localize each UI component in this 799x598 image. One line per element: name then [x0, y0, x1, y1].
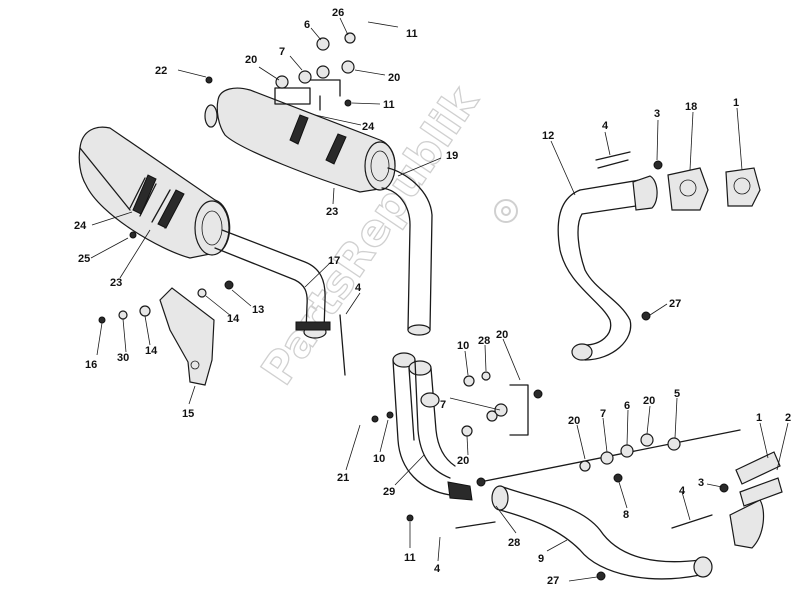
leader-lines	[90, 17, 789, 582]
callout-label: 16	[85, 359, 97, 371]
callout-label: 4	[434, 563, 441, 575]
callout-label: 7	[600, 408, 606, 420]
callout-label: 27	[547, 575, 559, 587]
callout-label: 28	[508, 537, 520, 549]
callout-label: 10	[373, 453, 385, 465]
callout-labels: 26 6 11 7 20 20 22 11 24 19 12 4 3 18 1 …	[74, 7, 791, 587]
callout-label: 1	[733, 97, 739, 109]
callout-label: 18	[685, 101, 697, 113]
callout-label: 14	[227, 313, 240, 325]
callout-label: 7	[279, 46, 285, 58]
spring-4c-icon	[671, 514, 713, 529]
callout-label: 12	[542, 130, 554, 142]
callout-label: 24	[74, 220, 87, 232]
watermark-gear-icon	[494, 199, 518, 223]
front-exhaust-pipe	[479, 429, 783, 580]
callout-label: 20	[643, 395, 655, 407]
callout-label: 20	[388, 72, 400, 84]
callout-label: 13	[252, 304, 264, 316]
left-tailpipe	[214, 229, 331, 339]
left-muffler	[78, 126, 231, 259]
callout-label: 21	[337, 472, 349, 484]
small-hardware	[98, 32, 729, 581]
callout-label: 5	[674, 388, 680, 400]
callout-label: 4	[602, 120, 609, 132]
spring-4d-icon	[455, 521, 496, 529]
callout-label: 10	[457, 340, 469, 352]
callout-label: 11	[406, 28, 418, 40]
callout-label: 14	[145, 345, 158, 357]
callout-label: 11	[383, 99, 395, 111]
callout-label: 20	[568, 415, 580, 427]
callout-label: 15	[182, 408, 194, 420]
right-muffler	[204, 87, 396, 193]
muffler-bracket	[274, 79, 341, 111]
callout-label: 26	[332, 7, 344, 19]
callout-label: 30	[117, 352, 129, 364]
spring-4b-icon	[339, 314, 346, 376]
callout-label: 27	[669, 298, 681, 310]
callout-label: 23	[326, 206, 338, 218]
callout-label: 17	[328, 255, 340, 267]
spring-4a-icon	[595, 151, 631, 169]
callout-label: 22	[155, 65, 167, 77]
callout-label: 1	[756, 412, 762, 424]
callout-label: 11	[404, 552, 416, 564]
callout-label: 29	[383, 486, 395, 498]
callout-label: 9	[538, 553, 544, 565]
callout-label: 3	[654, 108, 660, 120]
rear-exhaust-pipe	[557, 151, 761, 361]
front-collector	[392, 352, 529, 501]
bracket-15	[159, 287, 215, 386]
callout-label: 28	[478, 335, 490, 347]
callout-label: 4	[679, 485, 686, 497]
callout-label: 20	[245, 54, 257, 66]
callout-label: 23	[110, 277, 122, 289]
callout-label: 7	[440, 399, 446, 411]
callout-label: 20	[496, 329, 508, 341]
callout-label: 6	[624, 400, 630, 412]
callout-label: 20	[457, 455, 469, 467]
right-tailpipe	[381, 167, 433, 336]
callout-label: 19	[446, 150, 458, 162]
callout-label: 25	[78, 253, 90, 265]
callout-label: 24	[362, 121, 375, 133]
callout-label: 4	[355, 282, 362, 294]
callout-label: 6	[304, 19, 310, 31]
callout-label: 2	[785, 412, 791, 424]
callout-label: 8	[623, 509, 629, 521]
callout-label: 3	[698, 477, 704, 489]
